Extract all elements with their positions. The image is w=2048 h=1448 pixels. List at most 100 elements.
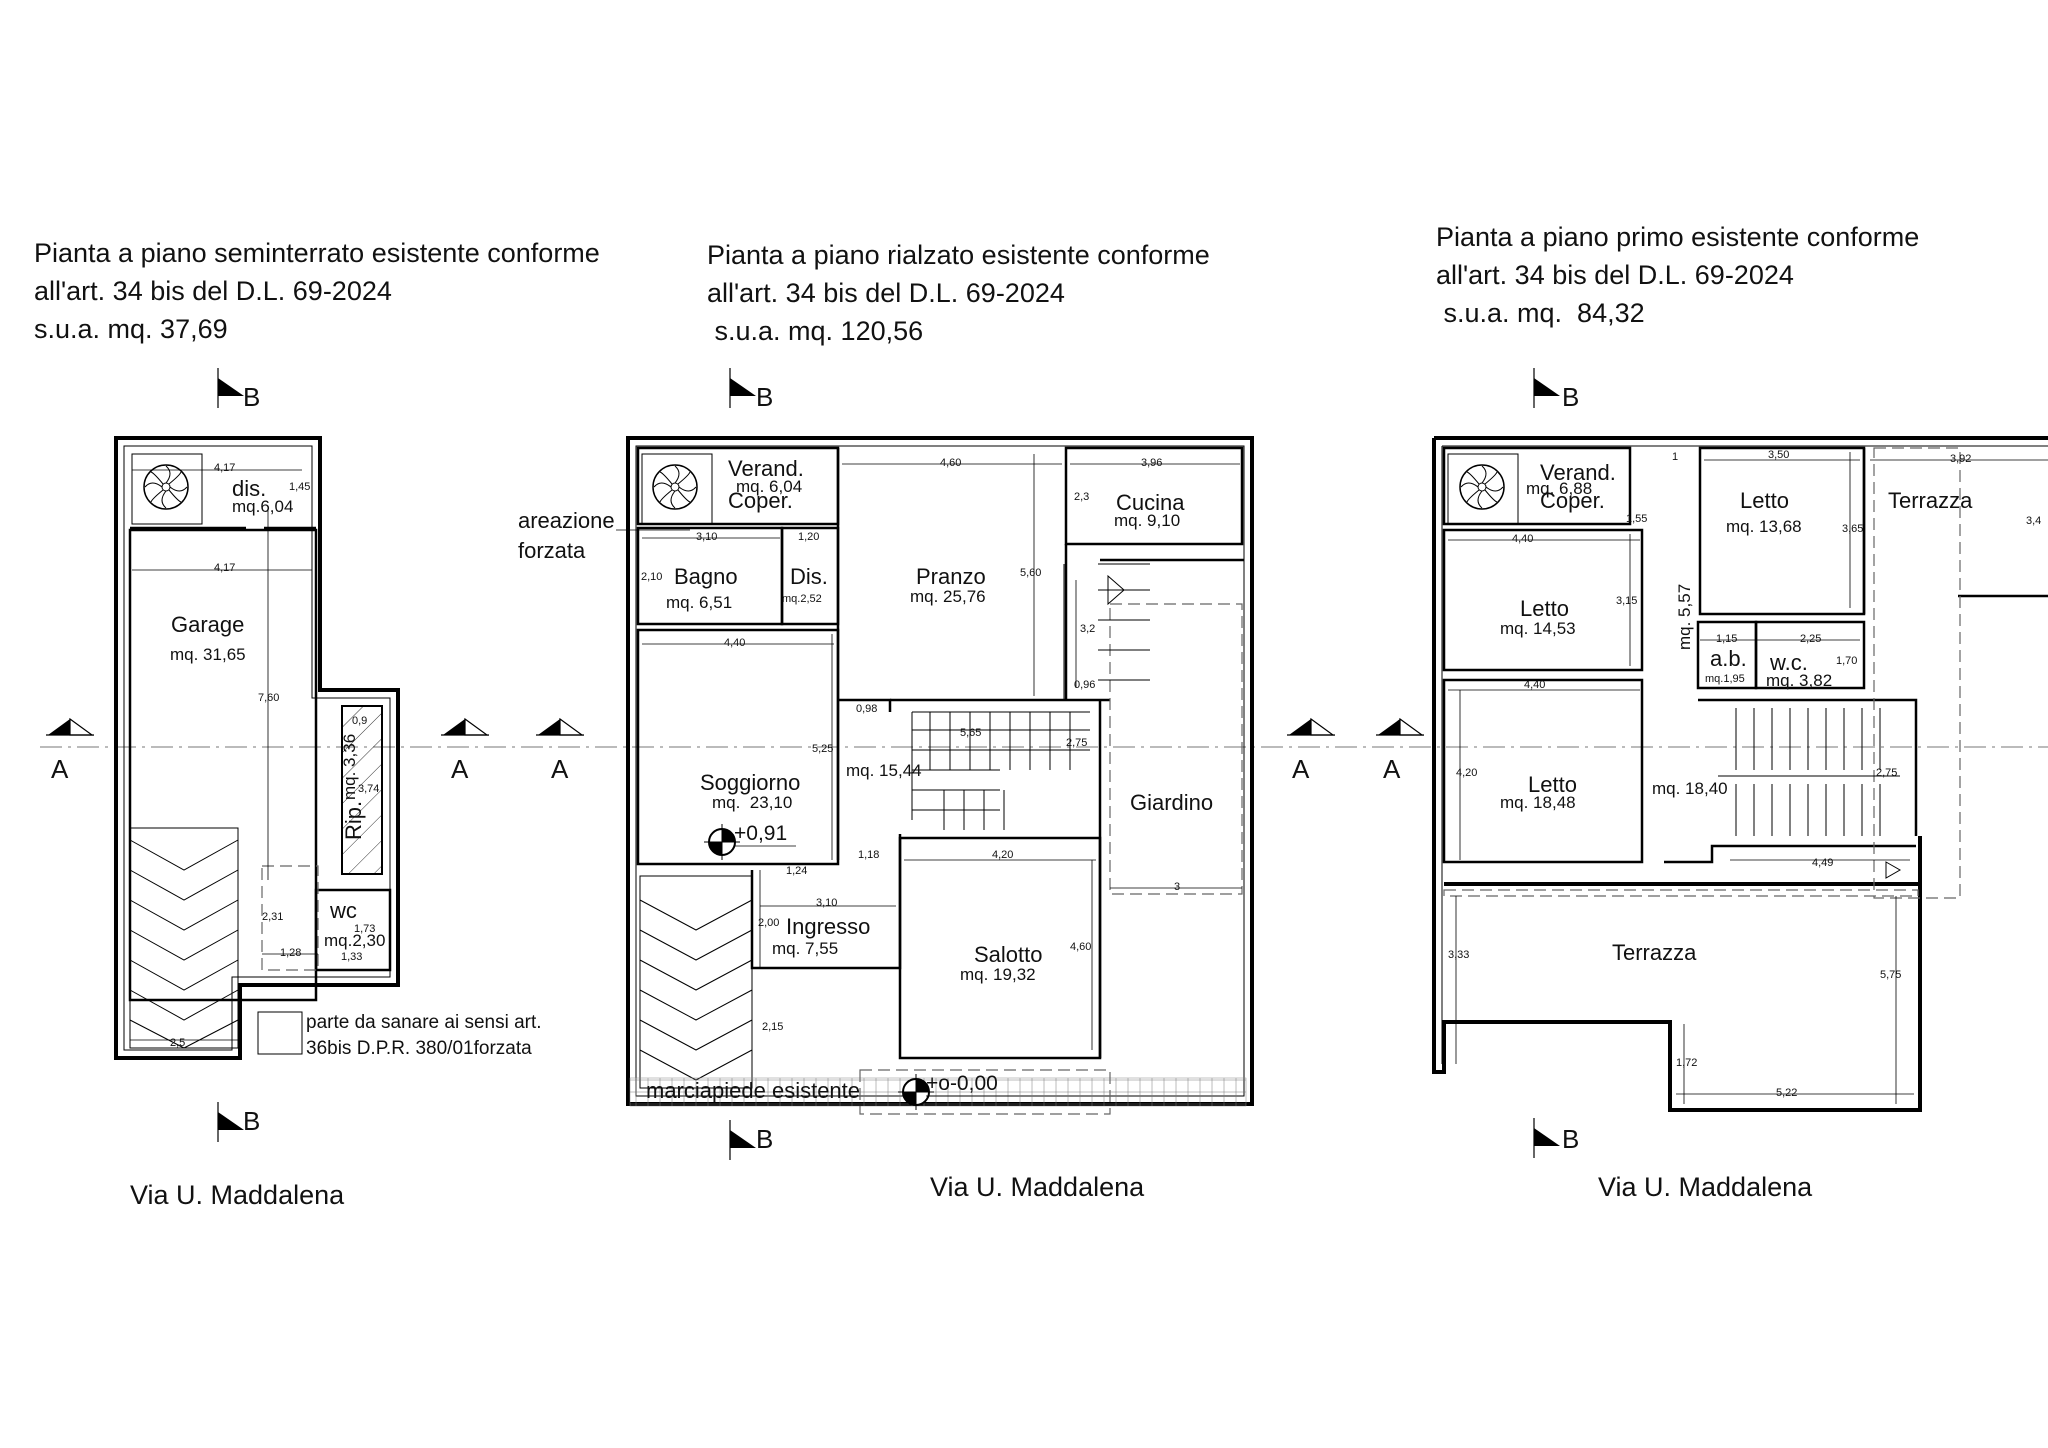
plan3-wc-wall — [1754, 620, 1866, 690]
plan1-title-line2: all'art. 34 bis del D.L. 69-2024 — [34, 276, 392, 306]
dim-label: 0,98 — [856, 703, 877, 715]
room-area-dis: mq.6,04 — [232, 497, 293, 516]
plan1-sanare-area — [261, 865, 319, 971]
room-area-bagno: mq. 6,51 — [666, 593, 732, 612]
section-a-label: A — [1383, 754, 1401, 784]
plan3-letto3-wall — [1442, 678, 1644, 864]
dim-label: 3,4 — [2026, 515, 2041, 527]
dim-label: 5,25 — [812, 743, 833, 755]
plan1-wc-wall — [314, 888, 392, 972]
sidewalk-label: marciapiede esistente — [646, 1078, 860, 1103]
dim-label: 3,10 — [816, 897, 837, 909]
dim-label: 1,28 — [280, 947, 301, 959]
plan1-fan-box — [131, 453, 203, 525]
dim-label: 2,15 — [762, 1021, 783, 1033]
legend-swatch — [257, 1011, 303, 1055]
section-b-marker-bottom — [217, 1101, 245, 1143]
room-area-letto3: mq. 18,48 — [1500, 793, 1576, 812]
room-area-wc: mq. 3,82 — [1766, 671, 1832, 690]
section-a-marker-right — [440, 718, 490, 736]
plan3-hall-wall — [1664, 698, 1918, 864]
plan2-stairs — [911, 563, 1150, 830]
room-name-coperta: Coper. — [728, 488, 793, 513]
level-value-1: +0,91 — [734, 822, 787, 845]
room-name-pranzo: Pranzo — [916, 564, 986, 589]
room-area-veranda: mq. 6,04 — [736, 477, 802, 496]
room-name-dis: dis. — [232, 476, 266, 501]
dim-label: 3,92 — [1950, 453, 1971, 465]
plan3-stairs — [1718, 708, 1902, 879]
dim-label: 5,65 — [960, 727, 981, 739]
room-area-ab: mq.1,95 — [1705, 673, 1745, 685]
dim-label: 1,70 — [1836, 655, 1857, 667]
plan2-title-line2: all'art. 34 bis del D.L. 69-2024 — [707, 278, 1065, 308]
room-name-ingresso: Ingresso — [786, 914, 870, 939]
dim-label: 1,73 — [354, 923, 375, 935]
dim-label: 1,15 — [1716, 633, 1737, 645]
plan1-ramp — [129, 827, 239, 1049]
room-area-garage: mq. 31,65 — [170, 645, 246, 664]
section-a-marker-left — [45, 718, 95, 736]
plan1-street-name: Via U. Maddalena — [130, 1180, 345, 1210]
room-name-coperta: Coper. — [1540, 488, 1605, 513]
plan3-fan-box — [1447, 453, 1519, 525]
room-area-soggiorno: mq. 23,10 — [712, 793, 792, 812]
room-area-hall: mq. 18,40 — [1652, 779, 1728, 798]
dim-label: 1,24 — [786, 865, 807, 877]
room-area-letto2: mq. 14,53 — [1500, 619, 1576, 638]
room-area-wc: mq.2,30 — [324, 931, 385, 950]
room-name-soggiorno: Soggiorno — [700, 770, 800, 795]
plan3-terrace-dash — [1443, 889, 1919, 897]
section-b-label: B — [1562, 1124, 1579, 1154]
dim-label: 3,65 — [1842, 523, 1863, 535]
dim-label: 4,20 — [992, 849, 1013, 861]
plan3-title-line1: Pianta a piano primo esistente conforme — [1436, 222, 1919, 252]
plan3-title-line3: s.u.a. mq. 84,32 — [1436, 298, 1645, 328]
plan3-inner-line — [1441, 445, 2048, 1064]
section-b-label: B — [756, 382, 773, 412]
room-area-ingresso: mq. 7,55 — [772, 939, 838, 958]
room-name-salotto: Salotto — [974, 942, 1043, 967]
plan3-primo: B B A — [1375, 367, 2048, 1202]
room-area-pranzo: mq. 25,76 — [910, 587, 986, 606]
dim-label: 1,45 — [289, 481, 310, 493]
dim-label: 1 — [1672, 451, 1678, 463]
room-area-cucina: mq. 9,10 — [1114, 511, 1180, 530]
section-b-label: B — [756, 1124, 773, 1154]
room-name-rip: Rip. — [341, 801, 366, 840]
room-name-terrazza2: Terrazza — [1612, 940, 1697, 965]
section-b-label: B — [1562, 382, 1579, 412]
plan2-cucina-wall — [1064, 446, 1244, 546]
plan1-outer-wall — [114, 436, 400, 1060]
dim-label: 2,3 — [1074, 491, 1089, 503]
plan2-street-name: Via U. Maddalena — [930, 1172, 1145, 1202]
room-name-letto1: Letto — [1740, 488, 1789, 513]
plan2-giardino-dash — [1109, 603, 1243, 895]
level-value-2: +o-0,00 — [926, 1072, 998, 1095]
room-name-letto2: Letto — [1520, 596, 1569, 621]
dim-label: 2,10 — [641, 571, 662, 583]
dim-label: 3,10 — [696, 531, 717, 543]
dim-label: 2,5 — [170, 1037, 185, 1049]
dim-label: 4,40 — [1524, 679, 1545, 691]
section-a-marker-right — [1286, 718, 1336, 736]
plan1-title-line1: Pianta a piano seminterrato esistente co… — [34, 238, 600, 268]
section-a-marker-left — [1375, 718, 1425, 736]
dim-label: 2,75 — [1876, 767, 1897, 779]
room-name-veranda: Verand. — [728, 456, 804, 481]
fan-icon — [143, 464, 189, 510]
section-b-marker-top — [729, 367, 757, 409]
room-name-giardino: Giardino — [1130, 790, 1213, 815]
dim-label: 4,17 — [214, 562, 235, 574]
dim-label: 2,00 — [758, 917, 779, 929]
section-a-label: A — [451, 754, 469, 784]
plan3-street-name: Via U. Maddalena — [1598, 1172, 1813, 1202]
dim-label: 2,31 — [262, 911, 283, 923]
room-name-veranda: Verand. — [1540, 460, 1616, 485]
plan1-rip-hatch — [341, 705, 383, 875]
dim-label: 4,40 — [724, 637, 745, 649]
plan3-veranda-wall — [1442, 446, 1632, 526]
room-name-letto3: Letto — [1528, 772, 1577, 797]
dim-label: 7,60 — [258, 692, 279, 704]
